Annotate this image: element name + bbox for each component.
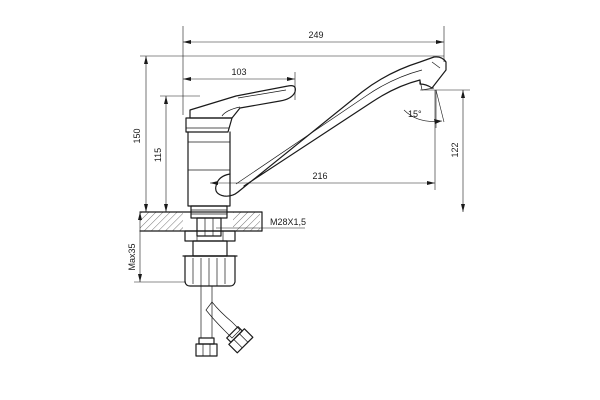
- dimension-thread-label: M28X1,5: [270, 217, 306, 227]
- dimension-spout-reach: 216: [210, 90, 436, 190]
- dimension-lever-length: 103: [183, 67, 296, 100]
- dimension-max-thickness: Max35: [127, 212, 186, 283]
- dimension-spout-angle-label: 15°: [408, 109, 422, 119]
- dimension-overall-length: 249: [182, 26, 445, 115]
- dimension-body-height: 115: [153, 95, 200, 212]
- dimension-lever-length-label: 103: [231, 67, 246, 77]
- dimension-spout-angle: 15°: [403, 89, 445, 128]
- lever-handle: [189, 85, 296, 119]
- dimension-total-height: 150: [132, 55, 444, 212]
- dimension-thread: M28X1,5: [216, 217, 306, 229]
- dimension-overall-length-label: 249: [308, 30, 323, 40]
- spout: [215, 56, 447, 197]
- dimension-spout-height-label: 122: [450, 142, 460, 157]
- cartridge-cap: [185, 117, 233, 133]
- dimension-spout-reach-label: 216: [312, 171, 327, 181]
- braided-hose-right: [205, 301, 254, 354]
- dimension-body-height-label: 115: [153, 148, 163, 162]
- main-column: [187, 131, 231, 207]
- braided-hose-left: [195, 285, 218, 357]
- faucet-body: [185, 56, 447, 207]
- dimension-total-height-label: 150: [132, 128, 142, 143]
- dimension-spout-height: 122: [420, 89, 470, 212]
- dimension-max-thickness-label: Max35: [127, 243, 137, 270]
- flange-nut: [182, 240, 238, 287]
